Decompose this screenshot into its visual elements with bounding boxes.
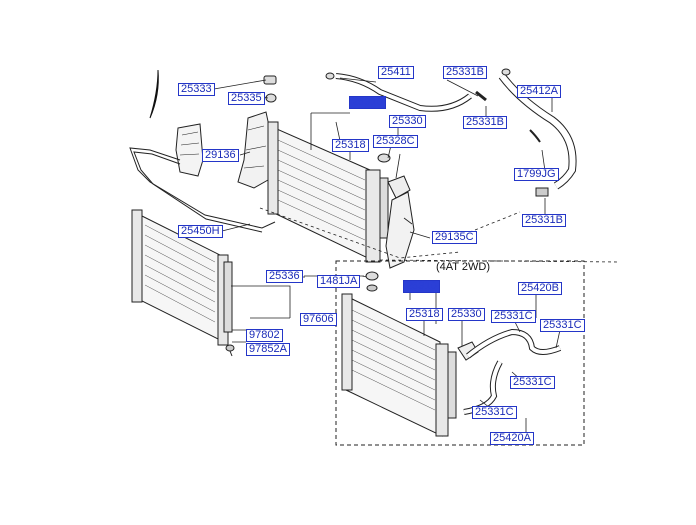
part-label-25335: 25335 bbox=[228, 92, 265, 105]
part-label-29135c: 29135C bbox=[432, 231, 477, 244]
part-label-25330-top: 25330 bbox=[389, 115, 426, 128]
reservoir-tank bbox=[175, 123, 204, 177]
part-label-25318-top: 25318 bbox=[332, 139, 369, 152]
part-label-25331b-mid: 25331B bbox=[463, 116, 507, 129]
part-label-25318-variant: 25318 bbox=[406, 308, 443, 321]
part-label-25328c: 25328C bbox=[373, 135, 418, 148]
part-label-29136: 29136 bbox=[202, 149, 239, 162]
air-guard-right bbox=[385, 191, 415, 269]
part-label-97852a: 97852A bbox=[246, 343, 290, 356]
part-label-25331b-low: 25331B bbox=[522, 214, 566, 227]
corner-mark bbox=[149, 69, 159, 119]
part-label-25310-variant: 25310 bbox=[403, 280, 440, 293]
part-label-25450h: 25450H bbox=[178, 225, 223, 238]
part-label-25310-top: 25310 bbox=[349, 96, 386, 109]
part-label-25331c-b: 25331C bbox=[540, 319, 585, 332]
part-label-25331c-c: 25331C bbox=[510, 376, 555, 389]
variant-note: (4AT 2WD) bbox=[436, 261, 490, 273]
overflow-hose bbox=[129, 147, 276, 229]
part-label-25411: 25411 bbox=[378, 66, 414, 79]
part-label-25336: 25336 bbox=[266, 270, 303, 283]
part-label-25412a: 25412A bbox=[517, 85, 561, 98]
condenser bbox=[131, 209, 233, 346]
radiator-main bbox=[267, 121, 389, 263]
part-label-25331c-d: 25331C bbox=[472, 406, 517, 419]
part-label-25331c-a: 25331C bbox=[491, 310, 536, 323]
part-label-97802: 97802 bbox=[246, 329, 283, 342]
part-label-1799jg: 1799JG bbox=[514, 168, 559, 181]
part-label-25420b: 25420B bbox=[518, 282, 562, 295]
radiator-variant bbox=[341, 293, 457, 437]
part-label-1481ja: 1481JA bbox=[317, 275, 361, 288]
part-label-25333: 25333 bbox=[178, 83, 215, 96]
part-label-25331b-top: 25331B bbox=[443, 66, 487, 79]
air-guard-left bbox=[237, 111, 273, 189]
part-label-25420a: 25420A bbox=[490, 432, 534, 445]
part-label-97606: 97606 bbox=[300, 313, 337, 326]
part-label-25330-variant: 25330 bbox=[448, 308, 485, 321]
